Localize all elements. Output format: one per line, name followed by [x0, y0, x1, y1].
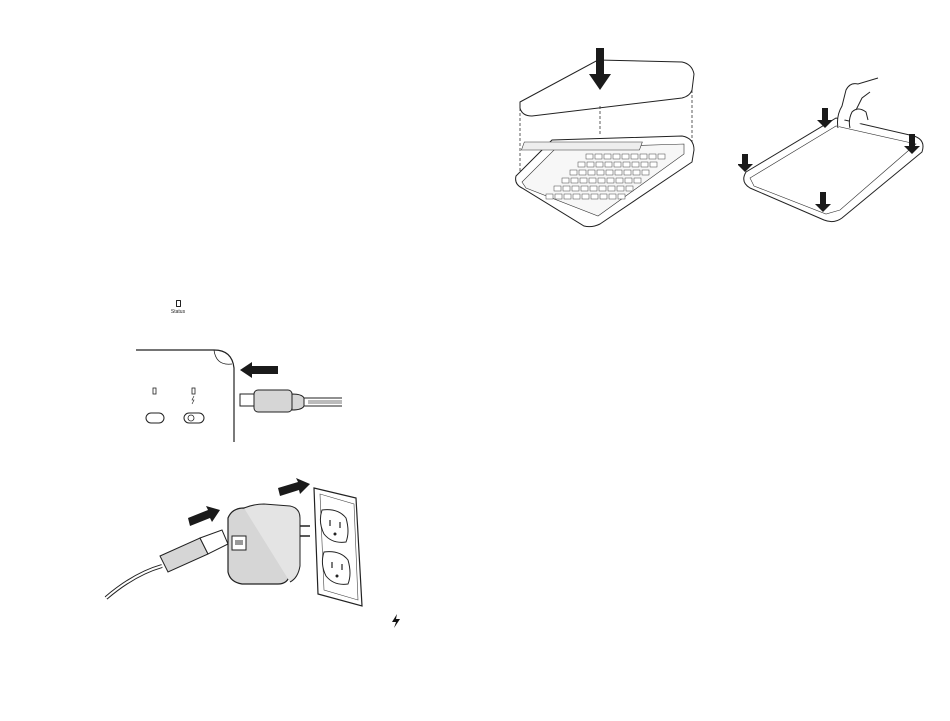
- wall-adapter-figure: [104, 478, 366, 610]
- charging-port-figure: [136, 346, 356, 446]
- status-led-icon: [176, 300, 181, 307]
- status-indicator: Status: [166, 300, 190, 315]
- tablet-press-figure: [738, 76, 928, 236]
- keyboard-case-figure: [512, 44, 702, 234]
- lightning-bolt-icon: [391, 614, 401, 628]
- status-label: Status: [171, 309, 185, 315]
